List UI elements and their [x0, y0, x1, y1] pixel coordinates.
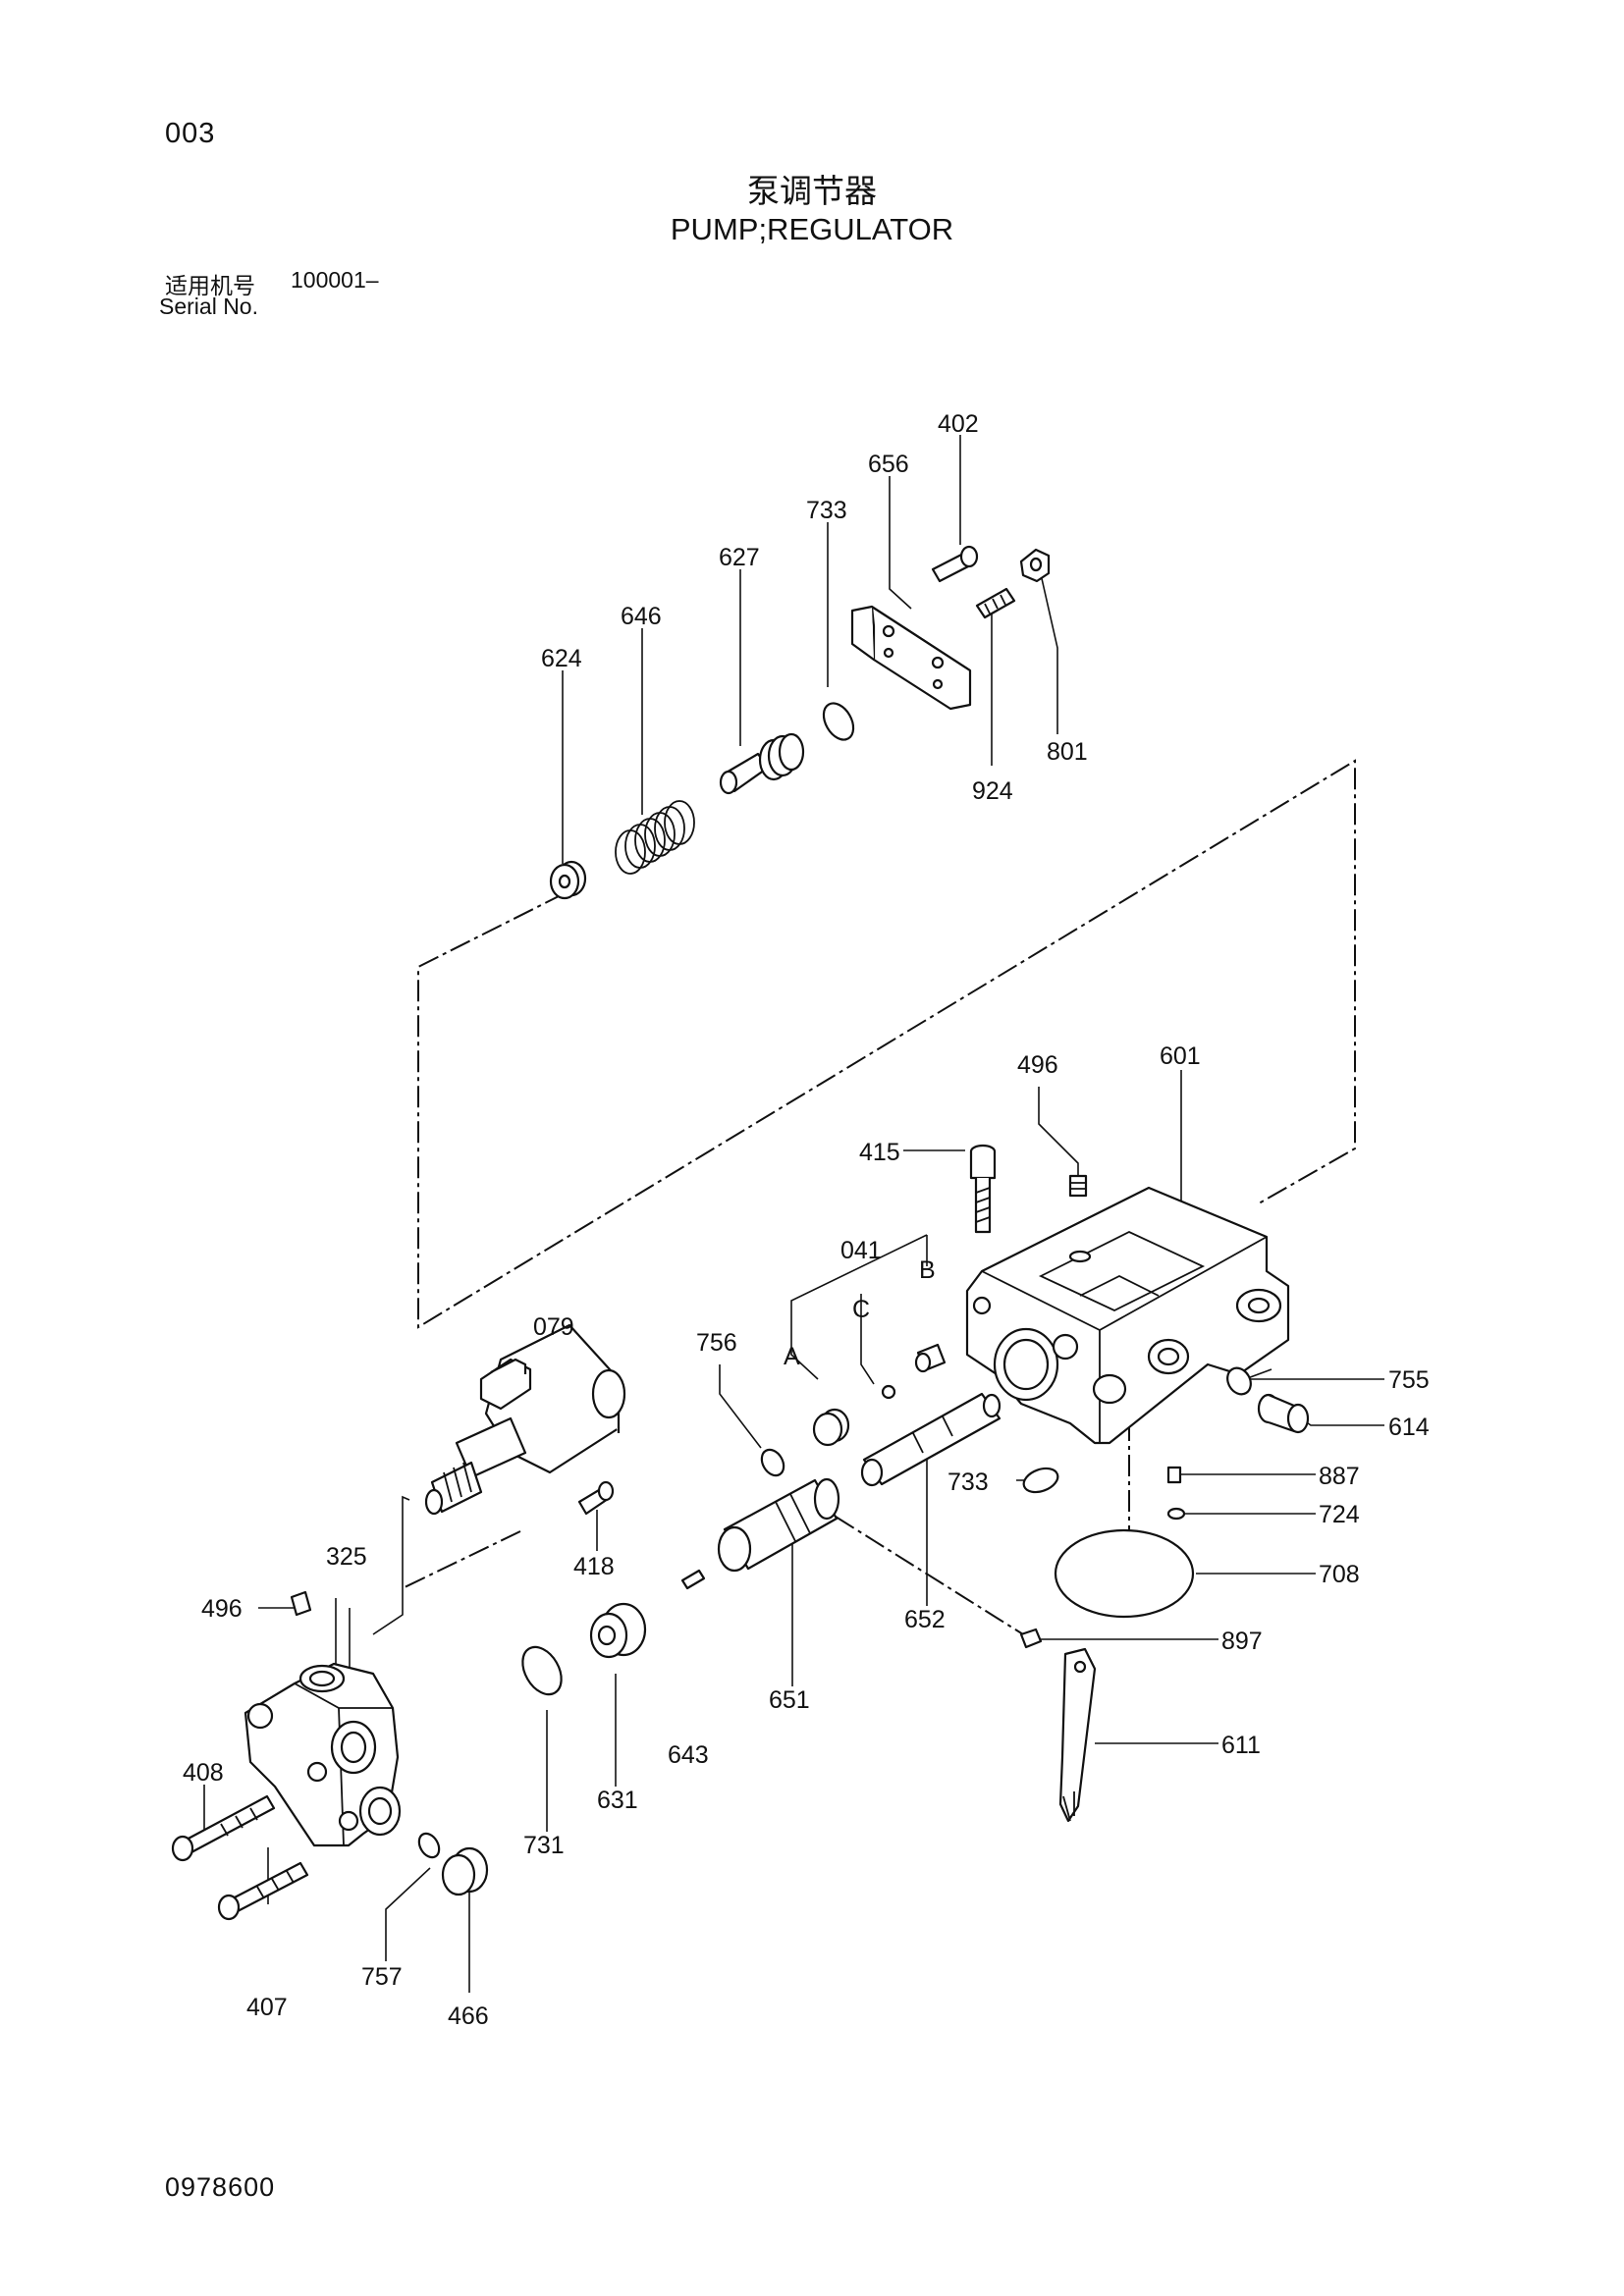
label-708: 708 — [1319, 1561, 1360, 1588]
part-756-o-ring — [760, 1448, 785, 1477]
part-656-cover-plate — [850, 605, 972, 711]
page-code: 003 — [165, 118, 216, 149]
part-041-check-valves — [812, 1343, 947, 1447]
serial-label-chinese: 适用机号 — [165, 274, 255, 299]
part-325-valve-block — [244, 1662, 402, 1847]
title-chinese: 泵调节器 — [747, 172, 877, 210]
label-724: 724 — [1319, 1501, 1360, 1528]
label-643: 643 — [668, 1741, 709, 1769]
label-325: 325 — [326, 1543, 367, 1571]
part-408-bolt — [171, 1794, 276, 1862]
part-733-o-ring-b — [1022, 1467, 1059, 1494]
assembly-outline — [417, 759, 1356, 1329]
part-708-o-ring — [1054, 1528, 1195, 1619]
label-614: 614 — [1388, 1414, 1430, 1441]
label-731: 731 — [523, 1832, 565, 1859]
part-924-set-screw — [975, 587, 1016, 619]
label-402: 402 — [938, 410, 979, 438]
label-496-b: 496 — [201, 1595, 243, 1623]
part-755-o-ring — [1226, 1366, 1252, 1396]
part-651-sleeve — [717, 1477, 840, 1573]
label-887: 887 — [1319, 1463, 1360, 1490]
serial-number-value: 100001– — [291, 267, 379, 293]
part-079-solenoid-valve — [424, 1323, 626, 1516]
label-652: 652 — [904, 1606, 946, 1633]
part-724-o-ring — [1166, 1507, 1186, 1521]
label-408: 408 — [183, 1759, 224, 1787]
part-601-regulator-body — [965, 1186, 1290, 1445]
part-labels: 402 656 733 627 646 624 801 924 496 601 … — [183, 410, 1430, 2030]
label-041: 041 — [840, 1237, 882, 1264]
part-418-bolt — [577, 1480, 615, 1516]
label-A: A — [784, 1343, 800, 1370]
part-415-bolt — [969, 1144, 997, 1234]
label-651: 651 — [769, 1686, 810, 1714]
label-466: 466 — [448, 2002, 489, 2030]
title-english: PUMP;REGULATOR — [670, 212, 954, 246]
part-801-nut — [1019, 548, 1051, 583]
part-757-o-ring — [417, 1832, 441, 1859]
part-402-bolt — [931, 545, 979, 583]
part-646-spring — [615, 800, 695, 875]
label-757: 757 — [361, 1963, 403, 1991]
label-B: B — [919, 1256, 936, 1284]
label-631: 631 — [597, 1787, 638, 1814]
label-755: 755 — [1388, 1366, 1430, 1394]
label-624: 624 — [541, 645, 582, 672]
label-801: 801 — [1047, 738, 1088, 766]
label-407: 407 — [246, 1994, 288, 2021]
label-897: 897 — [1221, 1628, 1263, 1655]
document-number: 0978600 — [165, 2172, 276, 2202]
label-627: 627 — [719, 544, 760, 571]
label-415: 415 — [859, 1139, 900, 1166]
part-496-plug-b — [290, 1590, 312, 1617]
part-631-plug — [589, 1602, 647, 1659]
part-407-bolt — [217, 1861, 309, 1921]
part-733-o-ring — [822, 702, 855, 741]
label-924: 924 — [972, 777, 1013, 805]
part-614-plug — [1257, 1393, 1310, 1434]
label-733: 733 — [806, 497, 847, 524]
label-601: 601 — [1160, 1042, 1201, 1070]
label-756: 756 — [696, 1329, 737, 1357]
serial-label-english: Serial No. — [159, 294, 258, 319]
part-624-washer — [549, 860, 587, 900]
label-611: 611 — [1221, 1732, 1261, 1759]
part-731-o-ring — [521, 1645, 563, 1696]
label-079: 079 — [533, 1313, 574, 1341]
label-656: 656 — [868, 451, 909, 478]
part-496-plug — [1068, 1174, 1088, 1198]
label-733-b: 733 — [947, 1468, 989, 1496]
label-496: 496 — [1017, 1051, 1058, 1079]
label-646: 646 — [621, 603, 662, 630]
part-643-pin — [680, 1569, 706, 1590]
part-887-pin — [1166, 1466, 1182, 1484]
part-611-lever — [1058, 1647, 1097, 1823]
part-627-spring-seat — [719, 732, 805, 795]
part-466-plug — [441, 1846, 489, 1896]
part-897-pin — [1019, 1628, 1043, 1649]
part-652-spool — [860, 1392, 1001, 1487]
label-C: C — [852, 1296, 870, 1323]
label-418: 418 — [573, 1553, 615, 1580]
